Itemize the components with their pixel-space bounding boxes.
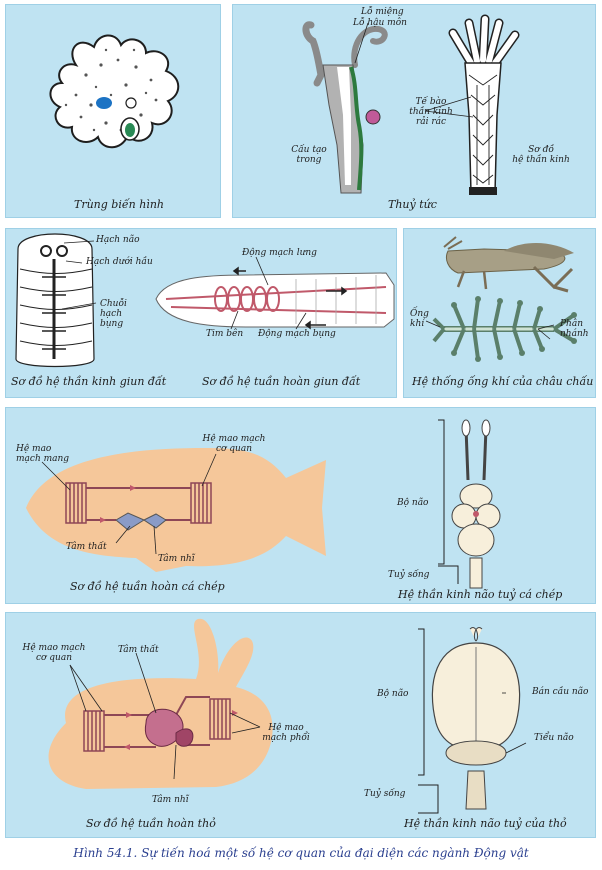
label-chuoi-l3: bụng (100, 319, 124, 329)
label-te-bao-l1: Tế bào (415, 97, 447, 107)
caption-grasshopper: Hệ thống ống khí của châu chấu (412, 375, 594, 388)
label-tam-nhi: Tâm nhĩ (158, 554, 195, 564)
earthworm-illustration (15, 233, 395, 368)
label-cau-tao-l2: trong (296, 155, 322, 165)
label-coquan-l2: cơ quan (215, 444, 253, 454)
label-te-bao: Tế bào thần kinh rải rác (399, 97, 463, 127)
label-chuoi-hach-bung: Chuỗi hạch bụng (100, 299, 127, 329)
label-he-mao-mach-phoi: Hệ mao mạch phổi (256, 723, 316, 743)
label-cau-tao: Cấu tạo trong (279, 145, 339, 165)
label-he-mao-mach-co-quan: Hệ mao mạch cơ quan (194, 434, 274, 454)
label-lo-hau-mon: Lỗ hậu môn (353, 18, 407, 28)
grasshopper-illustration (425, 236, 577, 362)
label-he-mao-mach-co-quan-tho: Hệ mao mạch cơ quan (14, 643, 94, 663)
amoeba-illustration (49, 34, 180, 149)
caption-rabbit-nerve: Hệ thần kinh não tuỷ của thỏ (404, 817, 567, 830)
label-coquan-tho-l1: Hệ mao mạch (22, 643, 86, 653)
rabbit-illustration (48, 618, 527, 814)
label-te-bao-l2: thần kinh (409, 107, 453, 117)
label-tuy-song-tho: Tuỷ sống (364, 789, 406, 799)
carp-illustration (26, 419, 501, 589)
caption-amoeba: Trùng biến hình (74, 198, 164, 211)
label-phan-nhanh: Phân nhánh (560, 319, 589, 339)
label-lo-mieng: Lỗ miệng (361, 7, 404, 17)
label-tim-ben: Tim bên (206, 329, 244, 339)
label-hach-duoi-hau: Hạch dưới hầu (86, 257, 153, 267)
label-tuy-song: Tuỷ sống (388, 570, 430, 580)
label-tam-that-tho: Tâm thất (118, 645, 159, 655)
label-ong-khi-l2: khí (410, 319, 425, 329)
label-he-mao-mach-mang: Hệ mao mạch mang (16, 444, 69, 464)
label-ban-cau-nao: Bán cầu não (532, 687, 589, 697)
label-hach-nao: Hạch não (96, 235, 140, 245)
label-tam-nhi-tho: Tâm nhĩ (152, 795, 189, 805)
label-bo-nao-tho: Bộ não (377, 689, 409, 699)
figure-caption: Hình 54.1. Sự tiến hoá một số hệ cơ quan… (73, 846, 529, 860)
panel-amoeba: Trùng biến hình (5, 4, 221, 218)
panel-earthworm: Hạch não Hạch dưới hầu Chuỗi hạch bụng Đ… (5, 228, 397, 398)
caption-hydra: Thuỷ tức (388, 198, 437, 211)
label-so-do-l1: Sơ đồ (528, 145, 554, 155)
label-coquan-tho-l2: cơ quan (35, 653, 73, 663)
label-chuoi-l1: Chuỗi (100, 299, 127, 309)
label-tam-that: Tâm thất (66, 542, 107, 552)
panel-hydra: Lỗ miệng Lỗ hậu môn Tế bào thần kinh rải… (232, 4, 596, 218)
caption-carp-circulation: Sơ đồ hệ tuần hoàn cá chép (70, 580, 225, 593)
label-ong-khi: Ống khí (410, 309, 429, 329)
label-phoi-l2: mạch phổi (262, 733, 310, 743)
label-dong-mach-lung: Động mạch lưng (242, 248, 317, 258)
caption-carp-nerve: Hệ thần kinh não tuỷ cá chép (398, 588, 563, 601)
label-mang-l1: Hệ mao (16, 444, 52, 454)
label-coquan-l1: Hệ mao mạch (202, 434, 266, 444)
caption-earthworm-nerve: Sơ đồ hệ thần kinh giun đất (11, 375, 167, 388)
panel-rabbit: Hệ mao mạch cơ quan Tâm thất Hệ mao mạch… (5, 612, 596, 838)
label-cau-tao-l1: Cấu tạo (291, 145, 327, 155)
caption-earthworm-circulation: Sơ đồ hệ tuần hoàn giun đất (202, 375, 361, 388)
label-phan-nhanh-l1: Phân (560, 319, 584, 329)
caption-rabbit-circulation: Sơ đồ hệ tuần hoàn thỏ (86, 817, 216, 830)
label-chuoi-l2: hạch (100, 309, 122, 319)
panel-carp: Hệ mao mạch mang Hệ mao mạch cơ quan Tâm… (5, 407, 596, 604)
label-mang-l2: mạch mang (16, 454, 70, 464)
label-te-bao-l3: rải rác (415, 117, 447, 127)
label-dong-mach-bung: Động mạch bụng (258, 329, 336, 339)
panel-grasshopper: Ống khí Phân nhánh Hệ thống ống khí của … (403, 228, 596, 398)
label-tieu-nao: Tiểu não (534, 733, 574, 743)
label-phoi-l1: Hệ mao (268, 723, 304, 733)
label-phan-nhanh-l2: nhánh (560, 329, 589, 339)
label-so-do-l2: hệ thần kinh (512, 155, 570, 165)
hydra-illustration (302, 14, 520, 195)
label-bo-nao: Bộ não (397, 498, 429, 508)
nucleus-shape (96, 97, 112, 109)
label-so-do: Sơ đồ hệ thần kinh (501, 145, 581, 165)
label-ong-khi-l1: Ống (410, 309, 429, 319)
